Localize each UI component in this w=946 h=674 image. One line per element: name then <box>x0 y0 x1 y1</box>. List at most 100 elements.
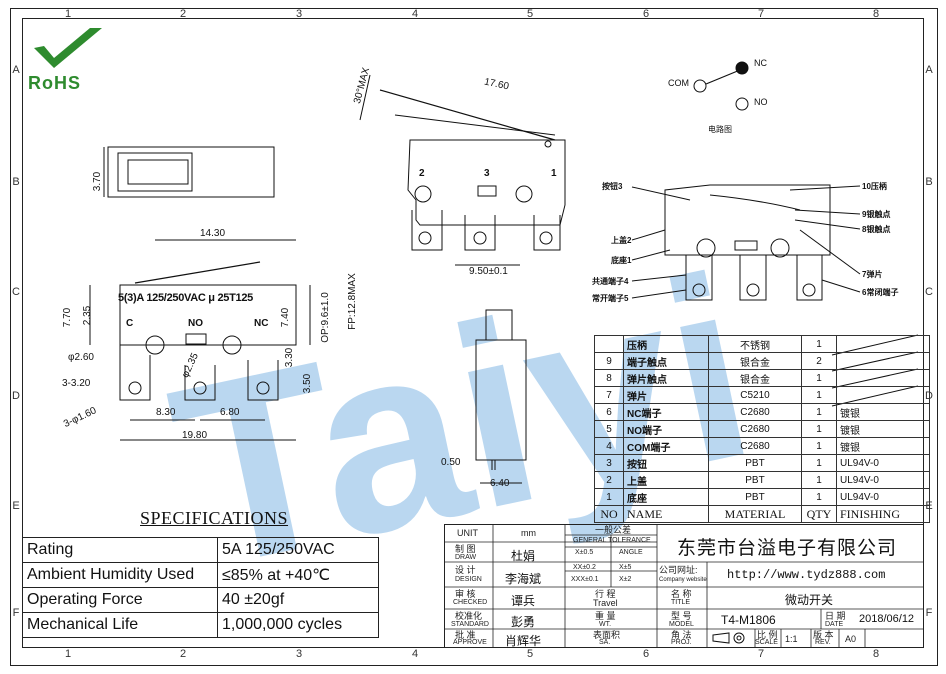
spec-value: 1,000,000 cycles <box>217 612 379 638</box>
part-material: C2680 <box>708 437 802 455</box>
tb-proj-cn: 角 法 <box>671 630 692 640</box>
title-block-grid <box>445 525 923 647</box>
spec-label: Ambient Humidity Used <box>22 562 218 588</box>
header-name: NAME <box>623 505 709 523</box>
tb-model-en: MODEL <box>669 621 694 628</box>
col-mark: 4 <box>411 648 419 660</box>
spec-label: Rating <box>22 537 218 563</box>
col-mark: 6 <box>642 8 650 20</box>
dim-3-30: 3.30 <box>284 347 296 368</box>
tb-rev-value: A0 <box>845 634 857 644</box>
part-finishing <box>836 386 930 404</box>
part-no: 7 <box>594 386 624 404</box>
tb-scale-en: SCALE <box>755 639 778 646</box>
tb-date-en: DATE <box>825 621 844 628</box>
terminal-label: 1 <box>551 168 557 179</box>
part-name: 压柄 <box>623 335 709 353</box>
tb-company: 东莞市台溢电子有限公司 <box>677 538 898 559</box>
part-qty: 1 <box>801 488 837 506</box>
tb-weight-cn: 重 量 <box>595 611 616 621</box>
col-mark: 2 <box>179 8 187 20</box>
spec-label: Mechanical Life <box>22 612 218 638</box>
callout-right: 9银触点 <box>862 210 891 219</box>
col-mark: 3 <box>295 8 303 20</box>
part-qty: 1 <box>801 386 837 404</box>
part-no <box>594 335 624 353</box>
row-mark: B <box>925 176 933 188</box>
tb-check-cn: 审 核 <box>455 589 476 599</box>
tb-std-en: STANDARD <box>451 621 489 628</box>
tb-proj-en: PROJ. <box>671 639 692 646</box>
spec-value: ≤85% at +40℃ <box>217 562 379 588</box>
col-mark: 5 <box>526 8 534 20</box>
tb-general-en: GENERAL TOLERANCE <box>573 537 651 544</box>
callout-left: 常开端子5 <box>592 294 629 303</box>
dim-side-width: 6.40 <box>490 478 510 489</box>
part-material: PBT <box>708 471 802 489</box>
tb-website-label-en: Company website <box>659 577 707 583</box>
part-material: C5210 <box>708 386 802 404</box>
terminal-label: 3 <box>484 168 490 179</box>
dim-length: 14.30 <box>200 228 226 239</box>
part-no: 6 <box>594 403 624 421</box>
part-no: 9 <box>594 352 624 370</box>
dim-pitch: 9.50±0.1 <box>469 266 508 277</box>
tb-general: 一般公差 <box>595 525 632 535</box>
part-finishing <box>836 335 930 353</box>
row-mark: A <box>12 64 20 76</box>
part-qty: 1 <box>801 420 837 438</box>
tb-tol: XXX±0.1 <box>571 576 599 583</box>
header-qty: QTY <box>801 505 837 523</box>
spec-row: Ambient Humidity Used≤85% at +40℃ <box>22 562 379 588</box>
tb-travel-cn: 行 程 <box>595 589 616 599</box>
callout-left: 底座1 <box>611 256 632 265</box>
tb-design-en: DESIGN <box>455 576 482 583</box>
dim-small: 2.35 <box>82 305 94 326</box>
tb-scale-cn: 比 例 <box>757 630 778 640</box>
tb-tol: X±5 <box>619 564 632 571</box>
tb-appr-cn: 批 准 <box>455 630 476 640</box>
dim-height-right: 7.40 <box>280 307 292 328</box>
row-mark: C <box>12 286 20 298</box>
dim-hole: φ2.60 <box>68 352 94 363</box>
col-mark: 8 <box>872 8 880 20</box>
col-mark: 7 <box>757 648 765 660</box>
tb-date-cn: 日 期 <box>825 611 846 621</box>
tb-unit: UNIT <box>457 528 478 538</box>
part-material: PBT <box>708 488 802 506</box>
part-qty: 1 <box>801 471 837 489</box>
part-finishing: 镀银 <box>836 403 930 421</box>
row-mark: F <box>12 607 20 619</box>
part-material: PBT <box>708 454 802 472</box>
tb-website: http://www.tydz888.com <box>727 568 886 582</box>
part-finishing: UL94V-0 <box>836 454 930 472</box>
part-no: 4 <box>594 437 624 455</box>
schematic-no: NO <box>754 97 768 107</box>
tb-rev-en: REV. <box>815 639 831 646</box>
part-name: NC端子 <box>623 403 709 421</box>
part-no: 1 <box>594 488 624 506</box>
tb-appr-name: 肖辉华 <box>505 634 542 648</box>
row-mark: B <box>12 176 20 188</box>
tb-draw-name: 杜娟 <box>511 549 536 563</box>
col-mark: 5 <box>526 648 534 660</box>
part-material: C2680 <box>708 403 802 421</box>
drawing-border <box>10 8 938 666</box>
part-finishing <box>836 352 930 370</box>
part-qty: 1 <box>801 335 837 353</box>
part-qty: 1 <box>801 403 837 421</box>
tb-model-value: T4-M1806 <box>721 613 776 627</box>
part-qty: 1 <box>801 437 837 455</box>
callout-left: 上盖2 <box>611 236 632 245</box>
part-material: 银合金 <box>708 352 802 370</box>
dim-3-20: 3-3.20 <box>62 378 91 389</box>
header-finishing: FINISHING <box>836 505 930 523</box>
tb-weight-en: WT. <box>599 621 612 628</box>
part-name: COM端子 <box>623 437 709 455</box>
projection-symbol-icon <box>711 631 751 645</box>
